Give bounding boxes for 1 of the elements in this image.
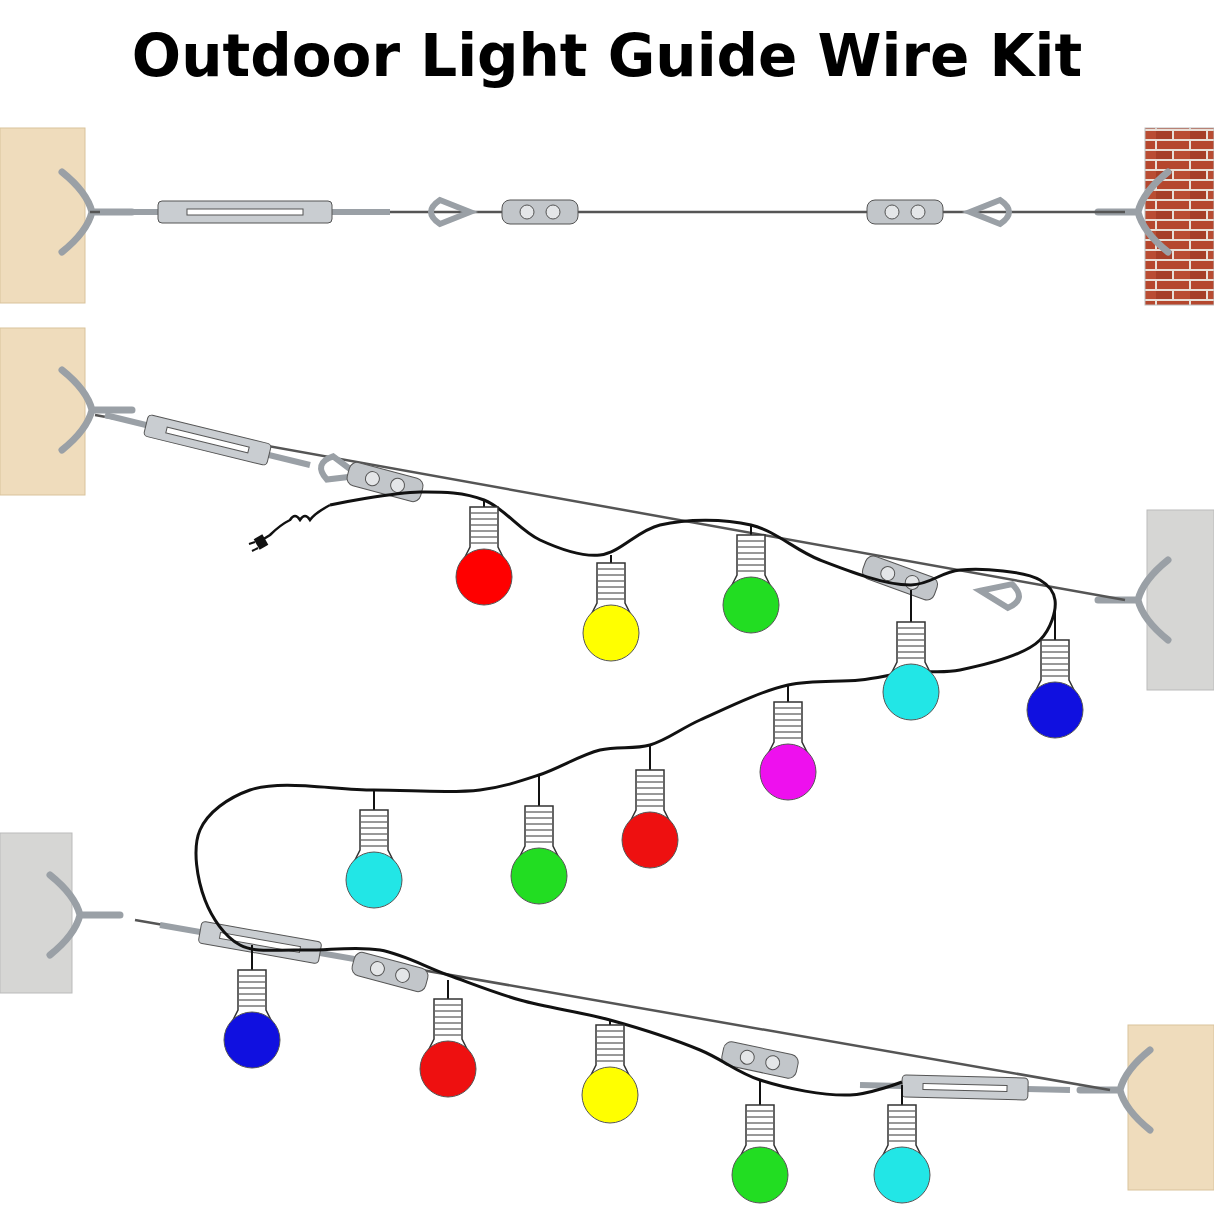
title: Outdoor Light Guide Wire Kit <box>131 22 1083 90</box>
